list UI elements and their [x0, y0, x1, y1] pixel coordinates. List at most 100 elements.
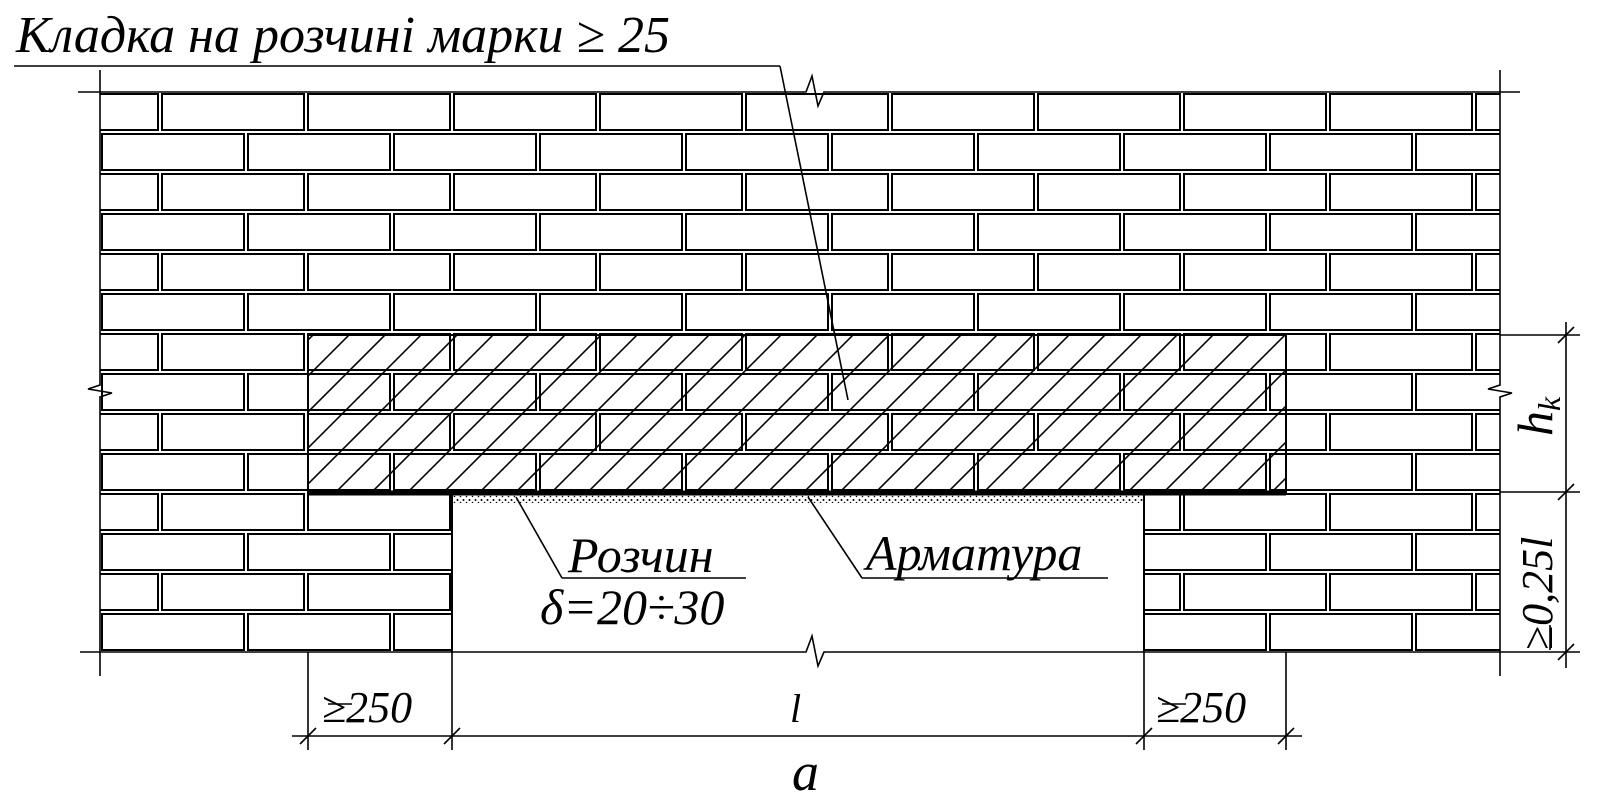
brick — [0, 454, 98, 490]
title-label: Кладка на розчині марки ≥ 25 — [15, 7, 670, 64]
brick — [1183, 493, 1327, 531]
reinforcement-label: Арматура — [863, 525, 1082, 581]
brick — [100, 413, 159, 451]
brick — [1183, 253, 1327, 291]
brick — [453, 173, 597, 211]
brick — [1475, 253, 1500, 291]
brick — [1475, 413, 1500, 451]
brick — [599, 93, 743, 131]
brick — [977, 213, 1121, 251]
brick — [599, 253, 743, 291]
leader-lines — [14, 65, 1108, 579]
mortar-thickness-label: δ=20÷30 — [540, 579, 724, 635]
brick — [539, 213, 683, 251]
brick — [247, 213, 391, 251]
brick — [599, 173, 743, 211]
brick — [891, 93, 1035, 131]
brick — [1329, 333, 1473, 371]
left-support-dimension: ≥250 — [322, 683, 412, 732]
brick — [161, 253, 305, 291]
brick — [539, 293, 683, 331]
brick — [100, 573, 159, 611]
brick — [891, 253, 1035, 291]
brick — [1269, 453, 1413, 491]
mortar-label: Розчин — [567, 527, 714, 583]
brick — [685, 213, 829, 251]
brick — [745, 253, 889, 291]
reinforced-masonry-zone — [307, 334, 1287, 493]
brick — [1415, 133, 1500, 171]
brick — [745, 173, 889, 211]
brick — [101, 613, 245, 651]
brick — [1183, 93, 1327, 131]
brick — [100, 93, 159, 131]
brick — [161, 333, 305, 371]
brick — [1037, 93, 1181, 131]
brick — [393, 133, 537, 171]
right-support-dimension: ≥250 — [1156, 683, 1246, 732]
brick — [1415, 293, 1500, 331]
brick — [247, 133, 391, 171]
brick — [100, 333, 159, 371]
brick — [685, 293, 829, 331]
brick — [161, 93, 305, 131]
brick — [393, 293, 537, 331]
brick — [307, 93, 451, 131]
dimension-lines — [292, 322, 1580, 750]
brick — [0, 214, 98, 250]
brick — [1269, 293, 1413, 331]
mortar-bed — [452, 494, 1144, 503]
vertical-offset-dimension: ≥0,25l — [1513, 537, 1562, 650]
brick — [1269, 133, 1413, 171]
brick — [977, 293, 1121, 331]
brick — [101, 533, 245, 571]
brick — [1329, 173, 1473, 211]
brick — [685, 133, 829, 171]
brick — [247, 293, 391, 331]
brick — [891, 173, 1035, 211]
brick — [1475, 333, 1500, 371]
brick — [1415, 453, 1500, 491]
brick — [101, 213, 245, 251]
lintel-height-dimension: hk — [1507, 396, 1567, 436]
brick — [453, 253, 597, 291]
brick — [1123, 533, 1267, 571]
brick — [1415, 213, 1500, 251]
brick — [161, 173, 305, 211]
brick — [1123, 293, 1267, 331]
brick — [247, 613, 391, 651]
brick — [1183, 573, 1327, 611]
brick — [1037, 173, 1181, 211]
brick — [1475, 573, 1500, 611]
span-dimension: l — [790, 686, 801, 731]
brick — [1183, 173, 1327, 211]
brick — [0, 374, 98, 410]
brick — [0, 294, 98, 330]
brick — [307, 573, 451, 611]
brick — [101, 373, 245, 411]
wall-boundaries — [78, 70, 1520, 676]
brick — [1123, 133, 1267, 171]
brick — [393, 213, 537, 251]
brick — [1329, 413, 1473, 451]
brick — [1037, 253, 1181, 291]
brick — [1269, 533, 1413, 571]
brick — [539, 133, 683, 171]
brick — [1269, 213, 1413, 251]
brick — [0, 614, 98, 650]
brick — [307, 173, 451, 211]
brick — [1329, 493, 1473, 531]
brick — [831, 213, 975, 251]
lintel-height-subscript: k — [1531, 396, 1567, 411]
brick — [1415, 613, 1500, 651]
window-opening — [452, 492, 1144, 652]
brick — [1269, 613, 1413, 651]
brick — [1123, 613, 1267, 651]
brick — [1329, 253, 1473, 291]
brick — [307, 253, 451, 291]
brick — [161, 493, 305, 531]
brick — [977, 133, 1121, 171]
brick — [831, 293, 975, 331]
brick — [101, 133, 245, 171]
